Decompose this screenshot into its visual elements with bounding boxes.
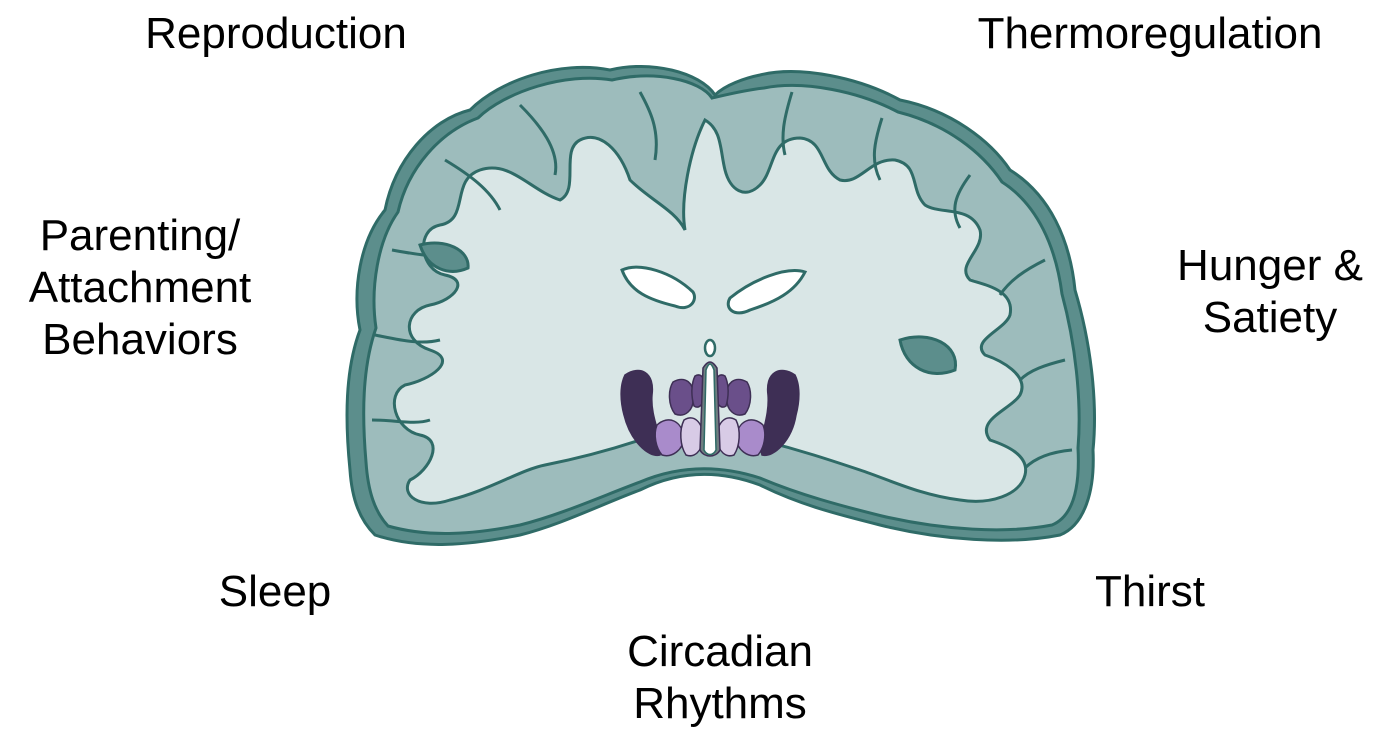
left-upper-nucleus <box>669 379 693 415</box>
label-circadian-line-2: Rhythms <box>560 678 880 730</box>
label-circadian-rhythms: Circadian Rhythms <box>560 626 880 730</box>
label-circadian-line-1: Circadian <box>560 626 880 678</box>
small-ventricle <box>705 340 715 356</box>
hypothalamic-nuclei <box>621 362 799 456</box>
label-parenting-line-3: Behaviors <box>10 314 270 366</box>
label-thirst: Thirst <box>1075 566 1225 618</box>
third-ventricle <box>704 364 716 455</box>
label-reproduction: Reproduction <box>118 8 434 60</box>
label-sleep: Sleep <box>200 566 350 618</box>
label-hunger-line-1: Hunger & <box>1160 240 1377 292</box>
label-hunger-satiety: Hunger & Satiety <box>1160 240 1377 344</box>
right-upper-nucleus <box>727 379 751 415</box>
label-thermoregulation: Thermoregulation <box>950 8 1350 60</box>
label-parenting-line-2: Attachment <box>10 262 270 314</box>
label-parenting-attachment-behaviors: Parenting/ Attachment Behaviors <box>10 210 270 366</box>
label-parenting-line-1: Parenting/ <box>10 210 270 262</box>
label-hunger-line-2: Satiety <box>1160 292 1377 344</box>
